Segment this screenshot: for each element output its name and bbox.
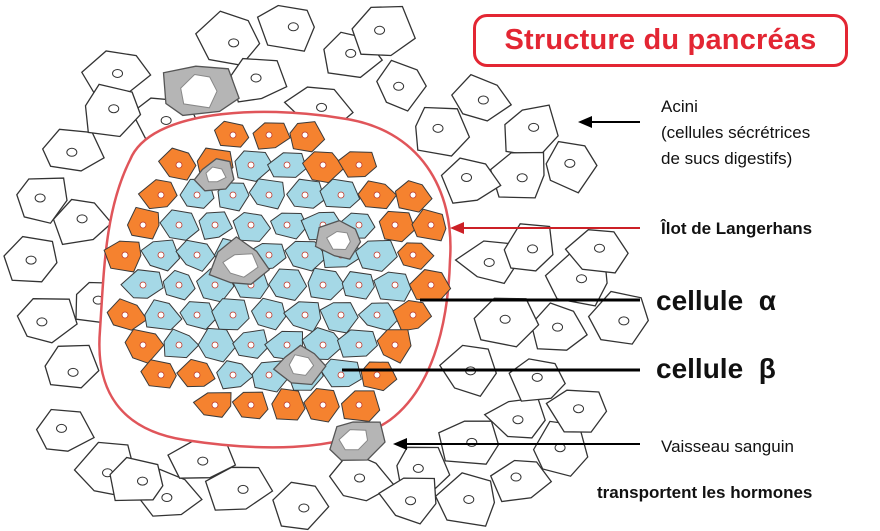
acinar-cell (4, 237, 57, 282)
acini-label-line1: Acini (661, 97, 698, 116)
acinar-cell (509, 359, 565, 401)
acinar-cell (43, 129, 104, 171)
transport-label: transportent les hormones (597, 483, 812, 502)
beta-cell-label: cellule β (656, 353, 776, 384)
acinar-cell (452, 75, 511, 121)
acinar-cell (505, 105, 558, 157)
title-box: Structure du pancréas (473, 14, 848, 67)
acinar-cell (491, 153, 544, 198)
acinar-cell (377, 60, 426, 111)
acinar-cell (86, 84, 141, 136)
acinar-cell (37, 410, 95, 452)
acinar-cell (231, 59, 287, 102)
acinar-cell (442, 158, 501, 203)
acinar-cell (531, 303, 587, 350)
acini-pointer (578, 116, 640, 128)
acinar-cell (504, 224, 553, 271)
acinar-cell (273, 482, 329, 529)
acini-label-line2: (cellules sécrétrices (661, 123, 810, 142)
ilot-label: Îlot de Langerhans (660, 219, 812, 238)
islet-of-langerhans (99, 112, 450, 447)
acini-label-line3: de sucs digestifs) (661, 149, 792, 168)
acinar-cell (45, 345, 99, 387)
page-title: Structure du pancréas (504, 24, 816, 57)
vessel-bottom (330, 422, 385, 460)
acinar-cell (439, 421, 499, 464)
acinar-cell (474, 298, 538, 347)
acinar-cell (196, 11, 260, 65)
acinar-cell (352, 7, 415, 56)
acinar-cell (546, 142, 597, 193)
acinar-cell (436, 473, 495, 526)
alpha-cell-label: cellule α (656, 285, 776, 316)
acinar-cell (416, 108, 470, 157)
vaisseau-label: Vaisseau sanguin (661, 437, 794, 456)
acinar-cell (17, 299, 77, 343)
vessel-top (164, 66, 240, 115)
acinar-cell (258, 6, 315, 52)
